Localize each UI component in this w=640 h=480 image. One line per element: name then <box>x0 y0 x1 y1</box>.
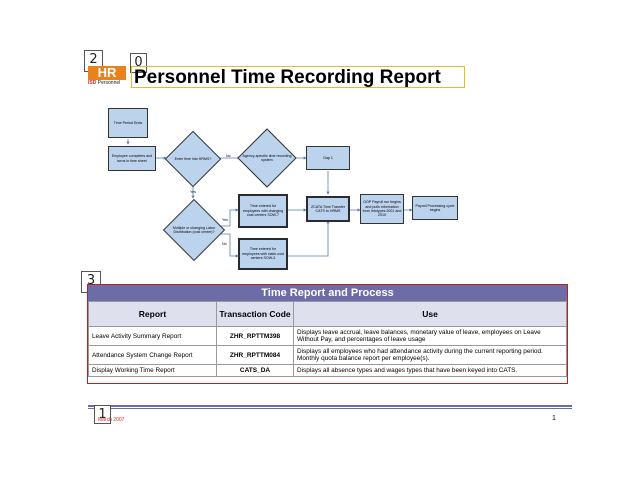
flow-label-yes-2: Yes <box>222 218 228 222</box>
report-name: Leave Activity Summary Report <box>88 326 217 346</box>
flow-label-yes-1: Yes <box>190 190 196 194</box>
flow-box-time-changing: Time entered for employees with changing… <box>238 194 288 228</box>
process-flowchart: Time Period Ends Employee completes and … <box>108 106 468 274</box>
report-name: Attendance System Change Report <box>88 345 217 365</box>
table-row: Leave Activity Summary Report ZHR_RPTTM3… <box>88 326 567 346</box>
page-title: Personnel Time Recording Report <box>131 66 465 88</box>
flow-diamond-enter-time: Enter time into HRMS? <box>164 130 222 188</box>
transaction-code: ZHR_RPTTM398 <box>216 326 294 346</box>
table-row: Attendance System Change Report ZHR_RPTT… <box>88 345 567 365</box>
flow-diamond-multiple: Multiple or changing Labor Distribution … <box>162 198 226 262</box>
annotation-badge-0: 0 <box>130 53 147 73</box>
flow-label-no-2: No <box>222 242 227 246</box>
footer-divider-thin <box>88 408 572 409</box>
flow-diamond-agency-text: Agency-specific time recording system <box>242 153 292 162</box>
transaction-code: CATS_DA <box>216 364 294 377</box>
logo-sub-text: Personnel <box>96 80 121 86</box>
report-table: Report Transaction Code Use Leave Activi… <box>88 301 567 377</box>
flow-diamond-multiple-text: Multiple or changing Labor Distribution … <box>172 225 216 234</box>
footer-divider <box>88 405 572 407</box>
flow-box-time-period-ends: Time Period Ends <box>108 108 148 138</box>
flow-diamond-enter-time-text: Enter time into HRMS? <box>174 156 212 161</box>
header-report: Report <box>88 301 217 327</box>
logo-sub-prefix: ISD <box>88 80 97 86</box>
annotation-badge-1: 1 <box>94 405 111 424</box>
logo-subtext: ISD Personnel <box>88 80 120 86</box>
flow-box-employee-completes: Employee completes and turns in time she… <box>108 146 156 171</box>
table-header-row: Report Transaction Code Use <box>88 301 567 327</box>
flow-box-oop-payroll: OOP Payroll run begins and pulls informa… <box>360 194 404 224</box>
report-name: Display Working Time Report <box>88 364 217 377</box>
flow-diamond-agency: Agency-specific time recording system <box>237 128 297 188</box>
flow-box-payroll-processing: Payroll Processing cycle begins <box>412 196 458 220</box>
time-report-table: Time Report and Process Report Transacti… <box>87 284 568 384</box>
header-use: Use <box>293 301 567 327</box>
transaction-code: ZHR_RPTTM084 <box>216 345 294 365</box>
flow-label-no-1: No <box>226 154 231 158</box>
flow-box-gap: Gap 1 <box>306 146 350 170</box>
flow-box-time-static: Time entered for employees with static c… <box>238 238 288 270</box>
report-use: Displays leave accrual, leave balances, … <box>293 326 567 346</box>
logo-letters: HR <box>88 66 126 80</box>
page-number: 1 <box>552 415 556 422</box>
table-title: Time Report and Process <box>88 285 567 301</box>
flow-box-zcata: ZCATA Time Transfer CATS to HRMS <box>306 196 350 222</box>
hr-logo: HR ISD Personnel <box>88 66 126 88</box>
table-row: Display Working Time Report CATS_DA Disp… <box>88 364 567 377</box>
footer-date: March 2007 <box>98 417 125 423</box>
report-use: Displays all employees who had attendanc… <box>293 345 567 365</box>
report-use: Displays all absence types and wages typ… <box>293 364 567 377</box>
header-transaction-code: Transaction Code <box>216 301 294 327</box>
